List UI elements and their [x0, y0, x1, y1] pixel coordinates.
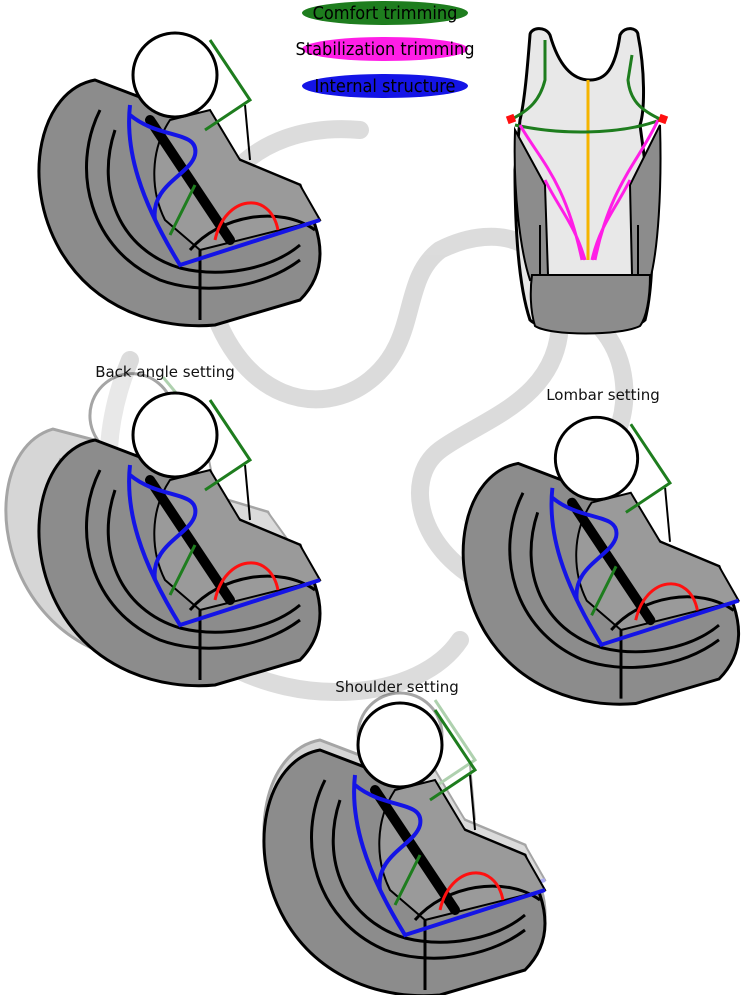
legend: Comfort trimming Stabilization trimming … — [295, 1, 475, 98]
legend-stabilization-label: Stabilization trimming — [295, 39, 474, 60]
legend-comfort-swatch — [302, 1, 468, 25]
legend-comfort-label: Comfort trimming — [313, 3, 458, 24]
harness-front-view — [505, 27, 669, 335]
harness-shoulder — [264, 693, 545, 995]
legend-internal-label: Internal structure — [315, 76, 456, 97]
caption-lombar: Lombar setting — [546, 386, 660, 404]
harness-reference — [39, 33, 320, 326]
stabilization-lines — [518, 119, 660, 261]
harness-lombar — [463, 417, 738, 704]
legend-internal-swatch — [302, 74, 468, 98]
legend-stabilization-swatch — [302, 37, 468, 61]
caption-shoulder: Shoulder setting — [335, 678, 459, 696]
harness-back-angle — [0, 359, 320, 686]
